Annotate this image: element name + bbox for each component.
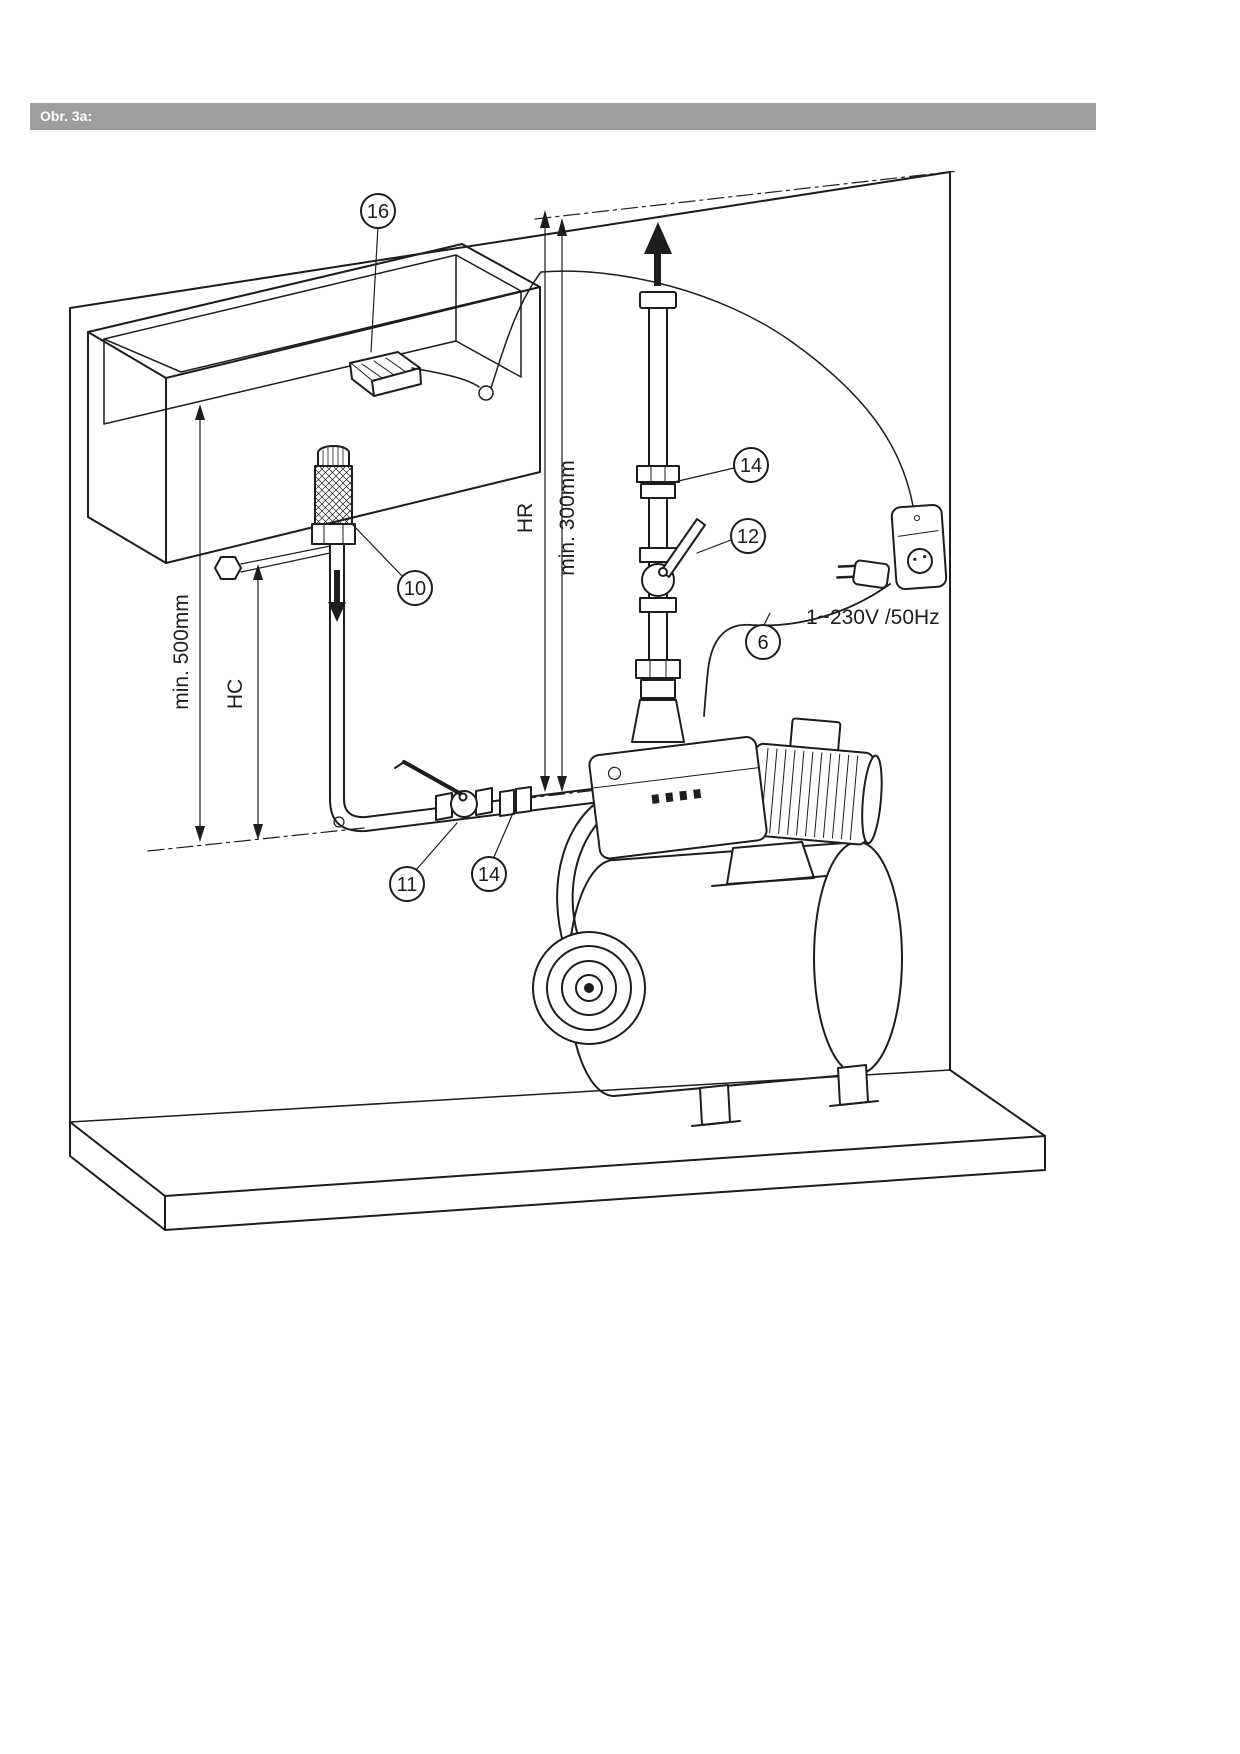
union-fitting-discharge bbox=[636, 465, 680, 499]
float-switch-cable bbox=[411, 271, 542, 401]
label-hr: HR bbox=[514, 503, 537, 533]
callout-12-number: 12 bbox=[737, 526, 759, 548]
callout-14-discharge bbox=[733, 447, 769, 483]
dimension-hr bbox=[540, 210, 550, 792]
dimension-min-500 bbox=[195, 404, 205, 842]
check-valve-fitting bbox=[635, 659, 681, 699]
centerline-top bbox=[534, 170, 959, 220]
flow-direction-down-arrow bbox=[328, 570, 346, 622]
motor bbox=[748, 717, 883, 846]
suction-pipe bbox=[329, 543, 345, 801]
label-hc: HC bbox=[224, 679, 247, 709]
vessel-flange bbox=[532, 931, 646, 1045]
pump-discharge-port bbox=[631, 699, 685, 743]
control-cable bbox=[540, 270, 914, 507]
callout-14-suction-number: 14 bbox=[478, 864, 500, 886]
label-min-500mm: min. 500mm bbox=[170, 594, 193, 710]
callout-6 bbox=[745, 624, 781, 660]
callout-16 bbox=[360, 193, 396, 229]
callouts bbox=[360, 193, 781, 902]
centerline-pump-level bbox=[519, 782, 657, 800]
callout-14-suction bbox=[471, 856, 507, 892]
figure-header-bar: Obr. 3a: bbox=[30, 103, 1096, 130]
callout-10 bbox=[397, 570, 433, 606]
float-switch bbox=[349, 351, 422, 397]
pump-housing bbox=[588, 736, 768, 860]
figure-label: Obr. 3a: bbox=[40, 108, 93, 124]
storage-tank bbox=[87, 243, 541, 564]
dimension-hc bbox=[253, 564, 263, 840]
callout-11 bbox=[389, 866, 425, 902]
callout-leaders bbox=[351, 225, 771, 871]
shutoff-valve-discharge bbox=[639, 518, 706, 613]
dimension-min-300 bbox=[557, 218, 567, 792]
callout-16-number: 16 bbox=[367, 201, 389, 223]
label-power-rating: 1~230V /50Hz bbox=[806, 606, 940, 629]
back-wall bbox=[69, 171, 951, 1123]
callout-12 bbox=[730, 518, 766, 554]
pump-bracket bbox=[711, 841, 827, 887]
vessel-feet bbox=[691, 1064, 879, 1127]
callout-10-number: 10 bbox=[404, 578, 426, 600]
union-fitting-suction bbox=[499, 786, 532, 817]
callout-11-number: 11 bbox=[397, 874, 418, 896]
tank-outlet-fitting bbox=[214, 545, 331, 580]
centerline-suction-level bbox=[147, 827, 365, 852]
shutoff-valve-suction bbox=[394, 760, 493, 821]
foot-valve-strainer bbox=[311, 445, 356, 545]
wall-socket bbox=[890, 503, 948, 591]
pipe-elbow bbox=[329, 798, 367, 833]
floor-slab bbox=[69, 1069, 1046, 1231]
label-min-300mm: min. 300mm bbox=[556, 460, 579, 576]
power-plug bbox=[836, 559, 890, 589]
callout-6-number: 6 bbox=[757, 632, 768, 654]
flow-direction-up-arrow bbox=[644, 222, 672, 286]
pump-power-cable bbox=[703, 583, 891, 717]
callout-14-discharge-number: 14 bbox=[740, 455, 762, 477]
